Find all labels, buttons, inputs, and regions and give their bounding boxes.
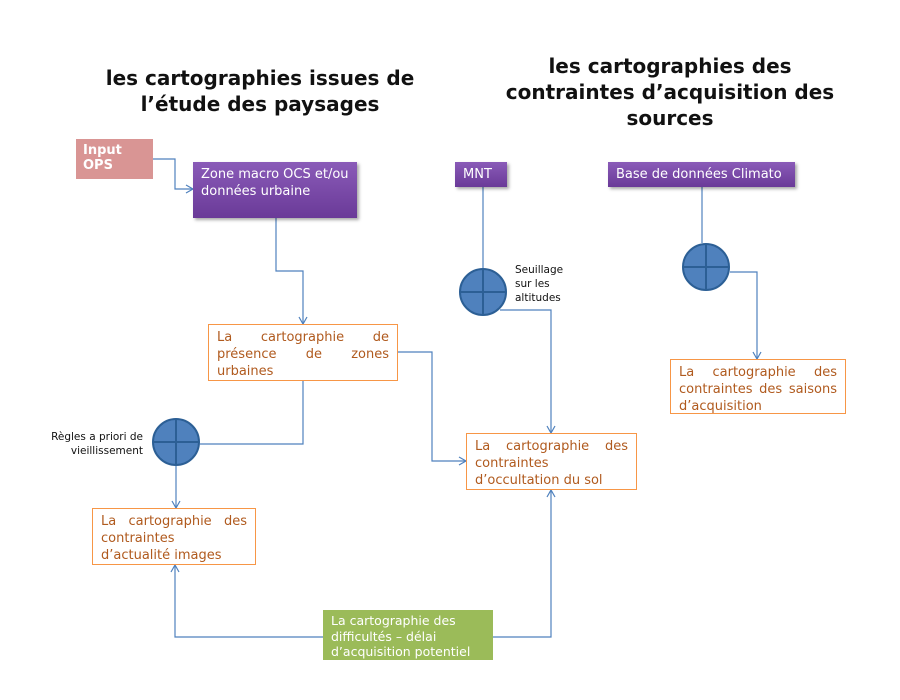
note-line: Seuillage [515, 264, 564, 276]
note-line: vieillissement [70, 445, 143, 457]
title-landscape-maps: les cartographies issues de l’étude des … [80, 65, 440, 117]
note-line: altitudes [515, 292, 561, 304]
title-line: les cartographies des [548, 54, 792, 78]
title-line: l’étude des paysages [140, 92, 380, 116]
connector-difficultes-to-actualite [170, 563, 323, 638]
actualite-images-box: La cartographie des contraintes d’actual… [92, 508, 256, 565]
connector-operator-to-saisons [730, 271, 762, 361]
occultation-sol-box: La cartographie des contraintes d’occult… [466, 433, 637, 490]
box-label: OPS [83, 158, 113, 173]
title-line: contraintes d’acquisition des [505, 80, 835, 104]
difficultes-delai-box: La cartographie des difficultés – délai … [323, 610, 493, 660]
presence-zones-urbaines-box: La cartographie de présence de zones urb… [208, 324, 398, 381]
connector-difficultes-to-occultation [493, 488, 556, 638]
zone-macro-box: Zone macro OCS et/ou données urbaine [193, 162, 357, 218]
input-ops-box: Input OPS [76, 139, 153, 179]
saisons-acquisition-box: La cartographie des contraintes des sais… [670, 359, 846, 414]
title-line: les cartographies issues de [105, 66, 415, 90]
box-label: Input [83, 143, 122, 158]
connector-input-to-zone [153, 158, 195, 194]
note-line: sur les [515, 278, 550, 290]
seuillage-operator-icon [459, 268, 507, 316]
note-line: Règles a priori de [51, 431, 143, 443]
climato-database-box: Base de données Climato [608, 162, 795, 187]
connector-zone-to-presence [275, 218, 308, 326]
seuillage-label: Seuillage sur les altitudes [515, 263, 563, 305]
title-line: sources [626, 106, 714, 130]
connector-presence-to-regles [200, 381, 304, 445]
title-acquisition-constraints: les cartographies des contraintes d’acqu… [490, 53, 850, 131]
regles-label: Règles a priori de vieillissement [20, 430, 143, 458]
mnt-box: MNT [455, 162, 507, 187]
connector-seuillage-to-occultation [500, 309, 556, 435]
climato-operator-icon [682, 243, 730, 291]
regles-operator-icon [152, 418, 200, 466]
connector-presence-to-occultation [398, 351, 468, 466]
